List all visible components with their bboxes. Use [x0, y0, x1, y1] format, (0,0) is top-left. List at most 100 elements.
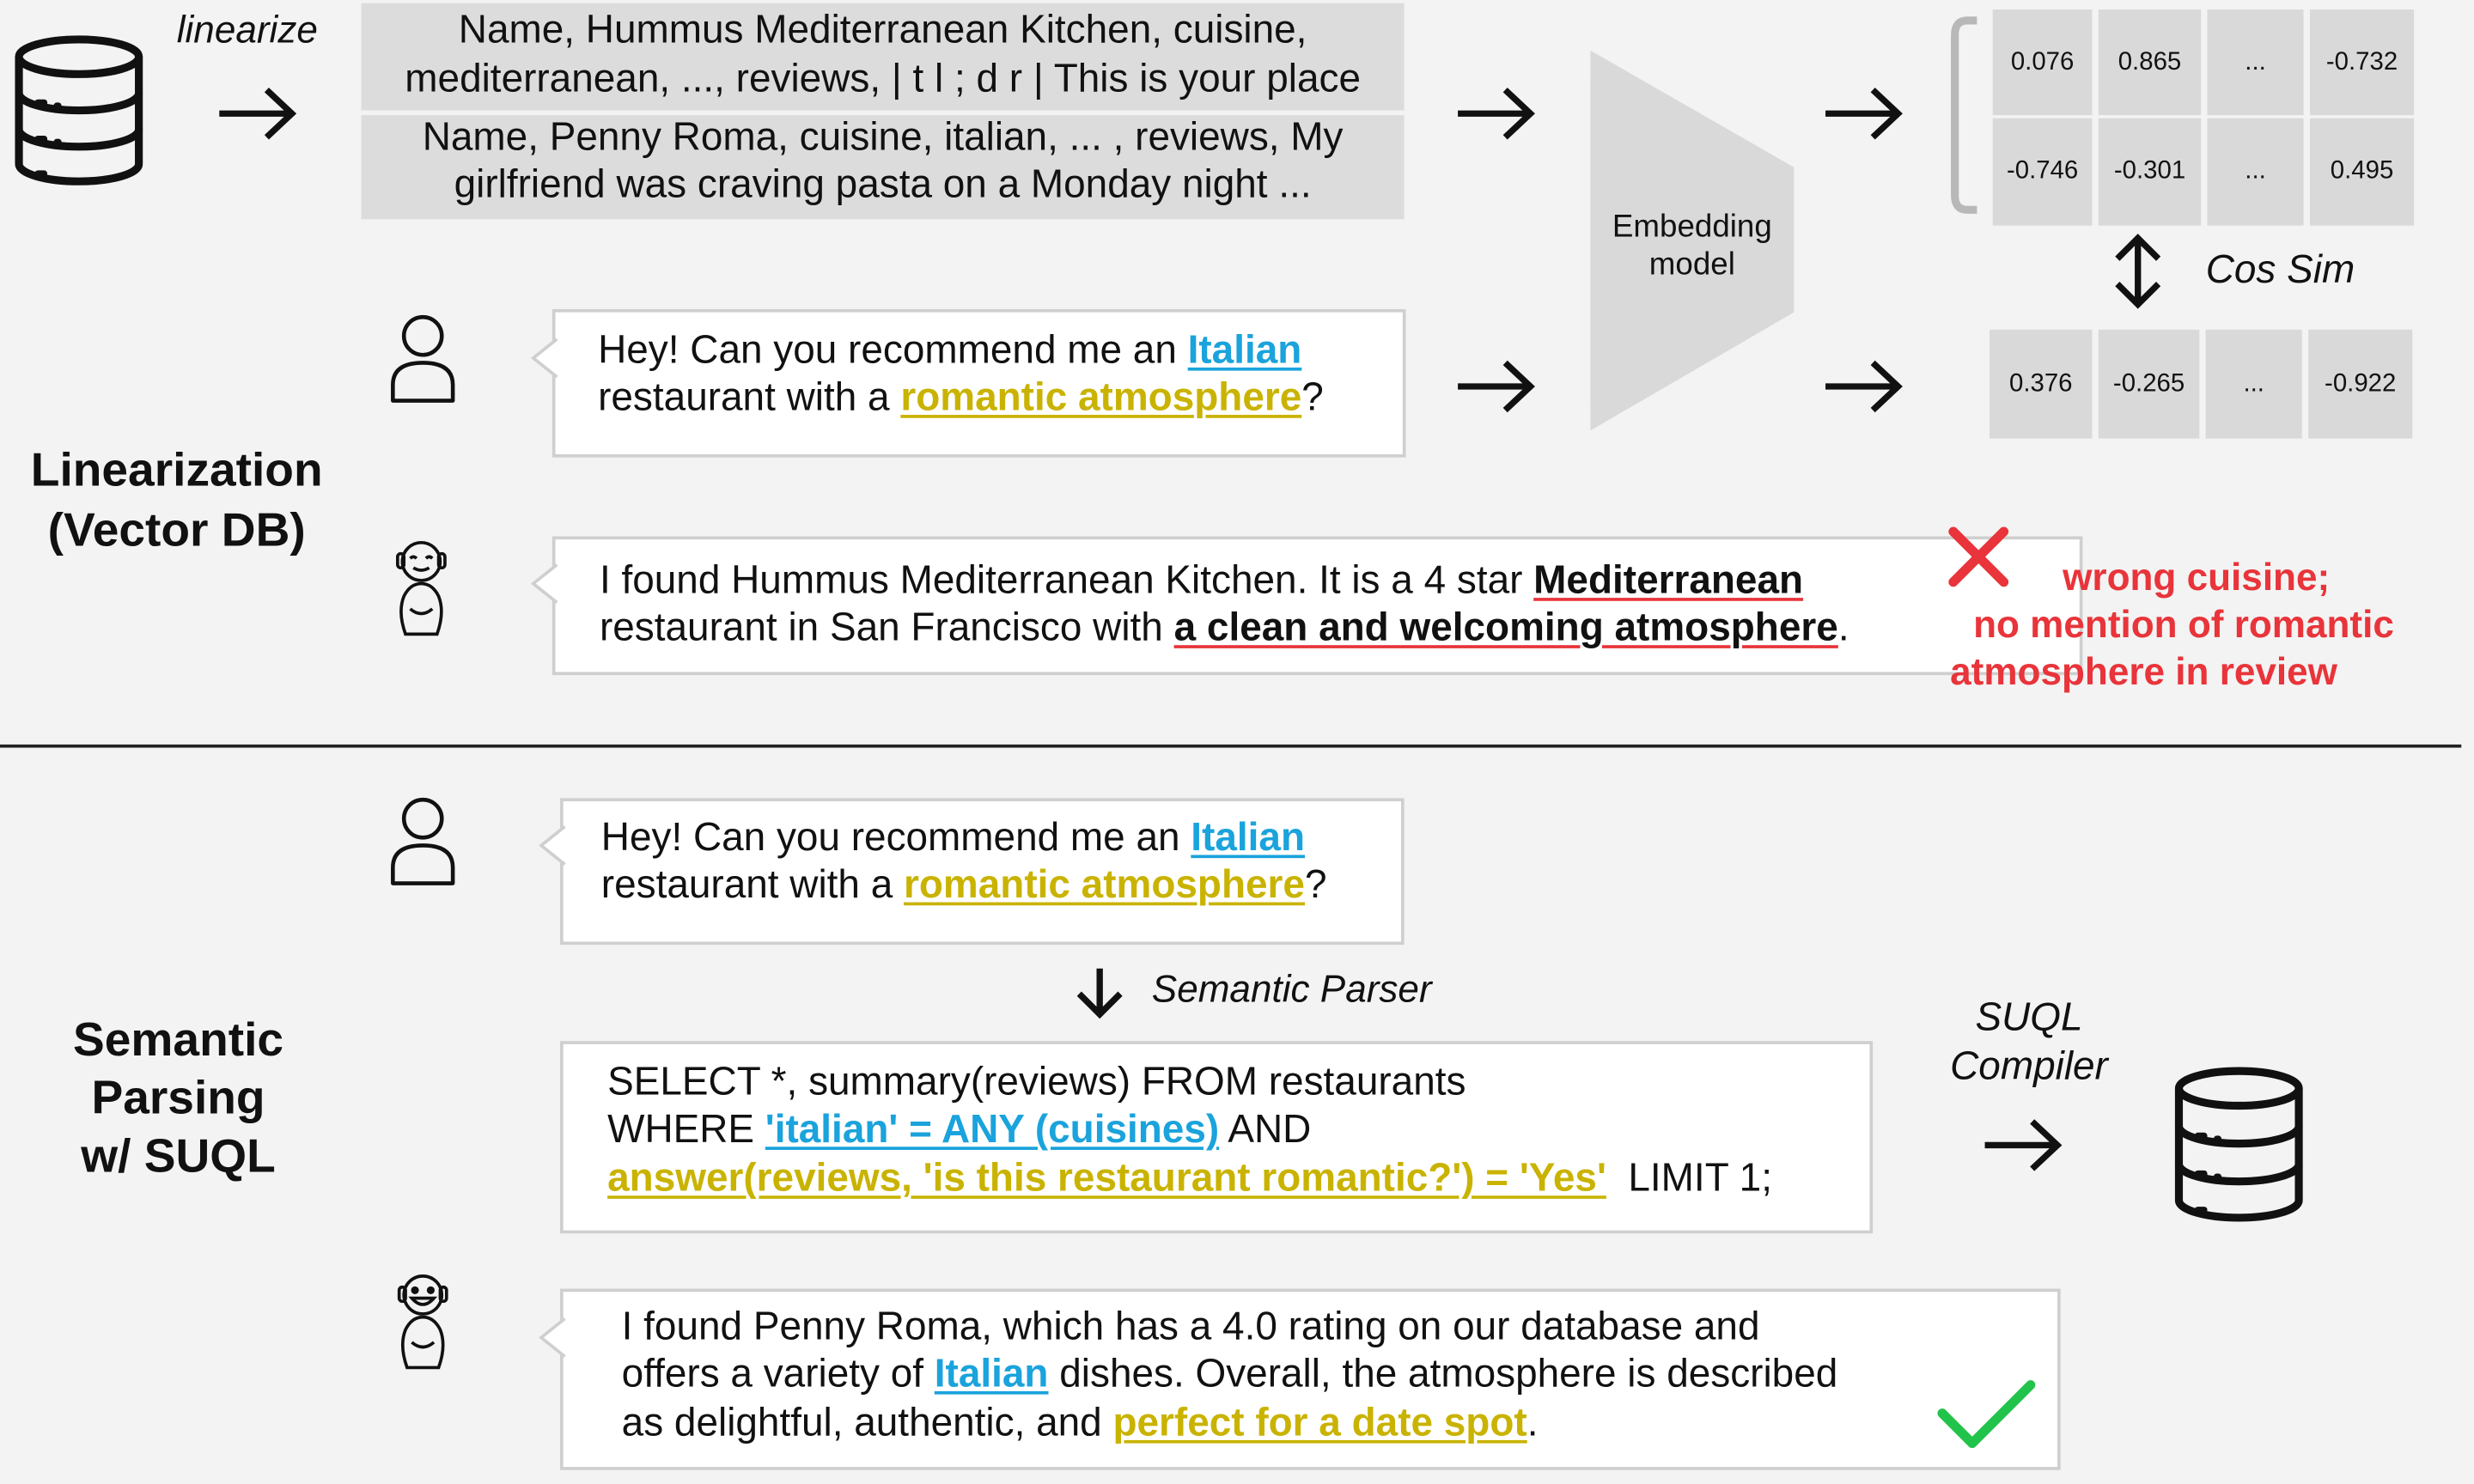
linearize-label: linearize — [176, 9, 318, 52]
section-title-line: Parsing — [91, 1072, 265, 1125]
embedding-model-label-line: Embedding — [1612, 210, 1772, 245]
user-icon — [391, 314, 455, 403]
vector-cell: -0.746 — [1992, 118, 2093, 226]
text-segment: SELECT *, summary(reviews) FROM restaura… — [607, 1060, 1466, 1104]
vector-cell: -0.301 — [2098, 118, 2202, 226]
vector-cell: 0.076 — [1992, 9, 2093, 116]
suql-compiler-label-line: SUQL — [1975, 994, 2083, 1040]
query-vector-cell: ... — [2205, 329, 2302, 439]
highlight-blue: 'italian' = ANY (cuisines) — [765, 1107, 1220, 1152]
text-segment: Hey! Can you recommend me an — [598, 328, 1188, 373]
arrow-right-icon — [1825, 88, 1903, 140]
user-query-text-line: Hey! Can you recommend me an Italian — [601, 814, 1305, 861]
highlight-yellow: perfect for a date spot — [1112, 1400, 1527, 1445]
semantic-parser-label: Semantic Parser — [1151, 968, 1432, 1012]
text-segment: . — [1837, 605, 1849, 650]
user-icon — [391, 797, 455, 885]
text-segment: WHERE — [607, 1107, 765, 1152]
text-segment: I found Penny Roma, which has a 4.0 rati… — [621, 1304, 1760, 1349]
correct-response-text-line: offers a variety of Italian dishes. Over… — [622, 1350, 1838, 1397]
text-segment: AND — [1219, 1107, 1312, 1152]
highlight-yellow: answer(reviews, 'is this restaurant roma… — [607, 1156, 1606, 1201]
text-segment: offers a variety of — [621, 1352, 935, 1396]
semantic-section-title: Semantic Parsing w/ SUQL — [0, 1011, 356, 1186]
suql-query-line: answer(reviews, 'is this restaurant roma… — [607, 1154, 1772, 1201]
highlight-blue: Italian — [934, 1352, 1049, 1396]
database-icon — [15, 35, 143, 186]
text-segment: ? — [1301, 375, 1324, 420]
bot-icon — [396, 540, 447, 636]
linearized-text-line: girlfriend was craving pasta on a Monday… — [454, 162, 1312, 207]
arrow-right-icon — [1458, 360, 1535, 413]
linearized-text-line: mediterranean, ..., reviews, | t l ; d r… — [405, 57, 1361, 101]
database-icon — [2174, 1067, 2303, 1222]
highlight-yellow: romantic atmosphere — [900, 375, 1302, 420]
vector-cell: ... — [2207, 9, 2304, 116]
text-segment: restaurant with a — [600, 862, 904, 908]
highlight-blue: Italian — [1187, 328, 1302, 373]
user-query-bubble — [551, 308, 1406, 458]
arrow-right-icon — [1984, 1119, 2063, 1171]
cos-sim-label: Cos Sim — [2205, 247, 2355, 292]
section-title-line: (Vector DB) — [47, 504, 306, 557]
bubble-tail — [530, 338, 558, 379]
linearized-record-2 — [361, 115, 1405, 220]
text-segment: I found Hummus Mediterranean Kitchen. It… — [599, 558, 1534, 603]
correct-response-bubble — [560, 1288, 2061, 1470]
matrix-bracket — [1951, 16, 1977, 214]
vector-cell: -0.732 — [2309, 9, 2415, 116]
user-query-text-line: restaurant with a romantic atmosphere? — [601, 861, 1327, 909]
user-query-bubble — [560, 798, 1405, 946]
highlight-red: a clean and welcoming atmosphere — [1173, 605, 1838, 650]
linearization-section-title: Linearization (Vector DB) — [0, 441, 353, 562]
text-segment: restaurant with a — [598, 375, 901, 420]
check-icon — [1937, 1380, 2036, 1449]
vector-cell: 0.865 — [2098, 9, 2202, 116]
section-title-line: Semantic — [73, 1013, 284, 1067]
bubble-tail — [530, 563, 558, 605]
text-segment: LIMIT 1; — [1606, 1156, 1772, 1201]
section-title-line: w/ SUQL — [81, 1130, 276, 1183]
query-vector-cell: -0.922 — [2308, 329, 2413, 439]
correct-response-text-line: I found Penny Roma, which has a 4.0 rati… — [622, 1303, 1760, 1350]
suql-query-line: WHERE 'italian' = ANY (cuisines) AND — [607, 1106, 1311, 1153]
correct-response-text-line: as delightful, authentic, and perfect fo… — [622, 1399, 1539, 1446]
section-divider — [0, 744, 2462, 748]
error-note-line: atmosphere in review — [1950, 651, 2337, 695]
bubble-tail — [539, 1317, 566, 1358]
suql-query-line: SELECT *, summary(reviews) FROM restaura… — [607, 1058, 1466, 1105]
linearized-text-line: Name, Hummus Mediterranean Kitchen, cuis… — [458, 8, 1307, 52]
embedding-model-label-line: model — [1648, 247, 1735, 283]
wrong-response-text-line: I found Hummus Mediterranean Kitchen. It… — [600, 556, 1803, 604]
vector-cell: ... — [2207, 118, 2304, 226]
arrow-right-icon — [1458, 88, 1535, 140]
wrong-response-bubble — [551, 536, 2083, 676]
text-segment: ? — [1304, 862, 1327, 908]
user-query-text-line: restaurant with a romantic atmosphere? — [598, 374, 1324, 421]
user-query-text-line: Hey! Can you recommend me an Italian — [598, 326, 1301, 374]
bubble-tail — [539, 824, 566, 866]
suql-compiler-label: SUQL Compiler — [1931, 994, 2127, 1092]
text-segment: Hey! Can you recommend me an — [600, 815, 1191, 861]
embedding-model-label: Embedding model — [1587, 208, 1797, 283]
linearized-record-1 — [361, 3, 1405, 111]
text-segment: . — [1526, 1400, 1539, 1445]
error-note: wrong cuisine; no mention of romantic at… — [1950, 556, 2417, 697]
query-vector-cell: 0.376 — [1990, 329, 2093, 439]
double-arrow-icon — [2115, 234, 2161, 309]
highlight-blue: Italian — [1191, 815, 1306, 861]
wrong-response-text-line: restaurant in San Francisco with a clean… — [600, 604, 1849, 651]
arrow-right-icon — [219, 88, 297, 140]
cross-icon — [1948, 526, 2009, 587]
section-title-line: Linearization — [30, 444, 323, 497]
vector-cell: 0.495 — [2309, 118, 2415, 226]
highlight-red: Mediterranean — [1533, 558, 1804, 603]
error-note-line: wrong cuisine; — [2063, 556, 2331, 599]
text-segment: dishes. Overall, the atmosphere is descr… — [1048, 1352, 1838, 1396]
text-segment: restaurant in San Francisco with — [599, 605, 1174, 650]
arrow-down-icon — [1076, 968, 1123, 1019]
text-segment: as delightful, authentic, and — [621, 1400, 1113, 1445]
suql-compiler-label-line: Compiler — [1950, 1043, 2108, 1089]
query-vector-cell: -0.265 — [2098, 329, 2200, 439]
